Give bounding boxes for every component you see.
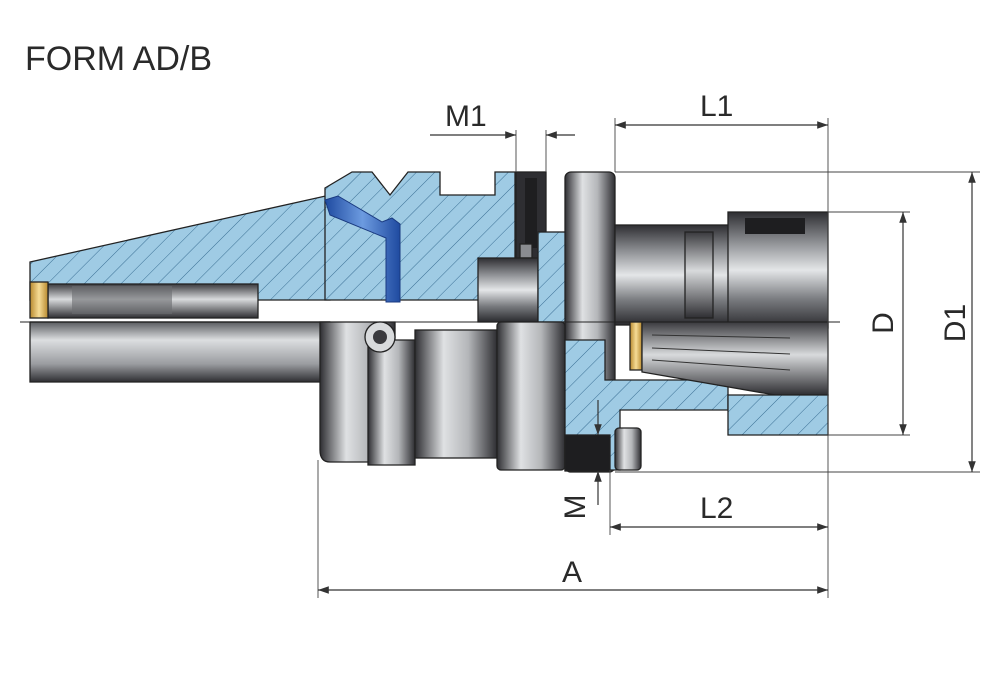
- nose-body: [614, 224, 736, 326]
- collar-exterior: [496, 321, 566, 471]
- dimension-lines: [317, 118, 980, 598]
- taper-exterior: [29, 321, 331, 383]
- diagram-title: FORM AD/B: [25, 40, 212, 78]
- dim-label-m1: M1: [445, 100, 487, 133]
- adjust-screw-lower: [564, 434, 611, 472]
- lower-outside-view: [29, 321, 829, 472]
- screw-core: [525, 178, 537, 248]
- brass-ring-right: [629, 321, 643, 371]
- collet-slots: [651, 334, 791, 371]
- dim-label-l1: L1: [700, 90, 733, 123]
- screw-tip: [519, 243, 533, 259]
- dim-label-d1: D1: [939, 304, 972, 342]
- inner-bore-section: [537, 231, 569, 323]
- dim-label-a: A: [562, 556, 582, 589]
- dim-label-m: M: [559, 495, 592, 520]
- screw-head-lower: [614, 427, 642, 471]
- dim-label-l2: L2: [700, 492, 733, 525]
- clamp-nut-lower: [727, 394, 829, 436]
- nut-slot-upper: [745, 218, 805, 234]
- hub-exterior: [414, 329, 498, 459]
- dim-label-d: D: [867, 312, 900, 334]
- v-groove-exterior: [367, 339, 416, 466]
- thread-detail: [72, 286, 172, 314]
- drive-key: [324, 195, 401, 303]
- upper-section-view: [29, 171, 829, 473]
- brass-ring-left: [29, 281, 49, 319]
- inner-boss: [477, 257, 539, 323]
- nose-groove: [684, 231, 714, 319]
